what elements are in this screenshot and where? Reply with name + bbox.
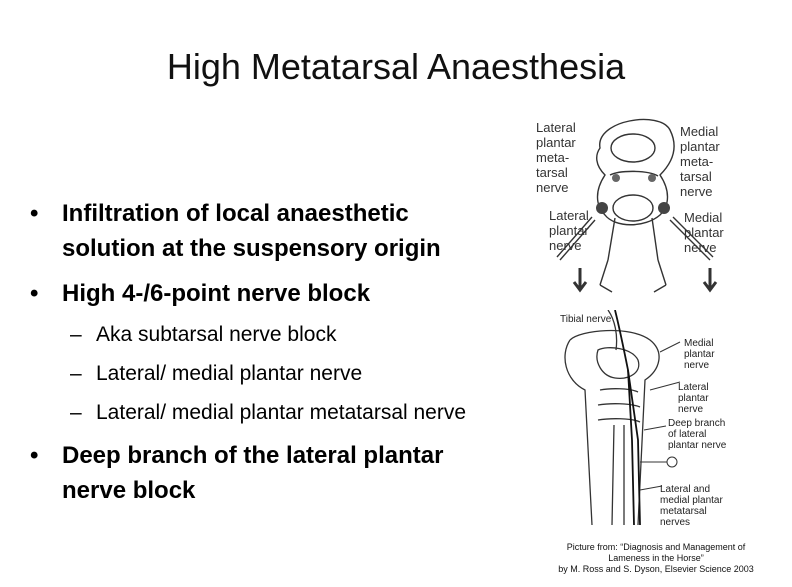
label-tibial-nerve: Tibial nerve [560, 314, 612, 325]
bullet-text: High 4-/6-point nerve block [62, 280, 371, 307]
dash-marker: – [70, 362, 82, 385]
sub-bullet-text: Lateral/ medial plantar nerve [96, 362, 363, 385]
figure-credit: Picture from: “Diagnosis and Management … [558, 542, 754, 574]
slide-title: High Metatarsal Anaesthesia [166, 46, 626, 87]
sub-bullet-plantar: – Lateral/ medial plantar nerve [30, 360, 500, 388]
bullet-deep-branch: • Deep branch of the lateral plantar ner… [30, 438, 500, 508]
bullet-text: Infiltration of local anaesthetic soluti… [62, 200, 441, 262]
sub-bullet-subtarsal: – Aka subtarsal nerve block [30, 321, 500, 349]
bullet-infiltration: • Infiltration of local anaesthetic solu… [30, 196, 500, 266]
sub-bullet-text: Aka subtarsal nerve block [96, 323, 337, 346]
limb-drawing [564, 309, 681, 526]
bullet-marker: • [30, 280, 39, 307]
bullet-marker: • [30, 200, 39, 227]
sub-bullet-text: Lateral/ medial plantar metatarsal nerve [96, 401, 467, 424]
bullet-text: Deep branch of the lateral plantar nerve… [62, 442, 444, 504]
cross-section-drawing [556, 118, 718, 293]
bullet-nerve-block: • High 4-/6-point nerve block [30, 276, 500, 311]
dash-marker: – [70, 323, 82, 346]
bullet-marker: • [30, 442, 39, 469]
sub-bullet-metatarsal: – Lateral/ medial plantar metatarsal ner… [30, 399, 500, 427]
bullet-list: • Infiltration of local anaesthetic solu… [30, 196, 500, 518]
dash-marker: – [70, 401, 82, 424]
